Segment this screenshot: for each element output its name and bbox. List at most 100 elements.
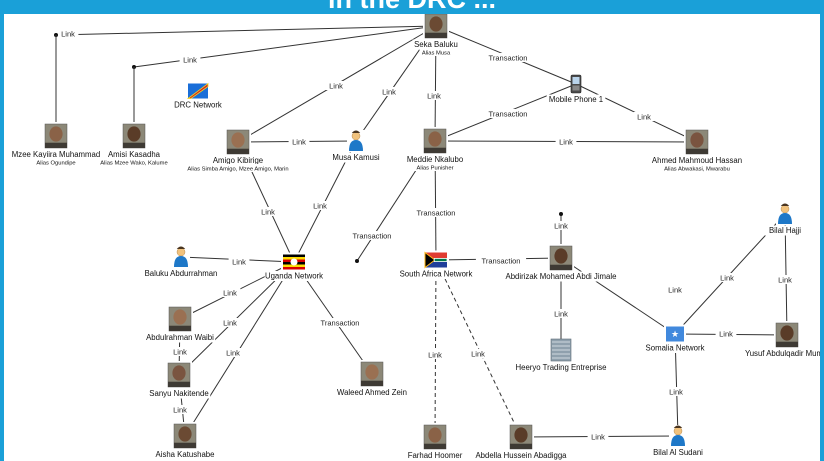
node-name: Baluku Abdurrahman <box>145 269 218 278</box>
face <box>690 132 704 148</box>
node-label-bg <box>502 271 620 282</box>
hair <box>351 130 361 133</box>
edge-label-bg <box>228 257 250 266</box>
edge-abdella-sudani: Link <box>520 432 679 442</box>
edge-uganda-aisha: Link <box>184 261 295 437</box>
edge-label: Transaction <box>417 209 456 218</box>
edge-label-bg <box>550 221 572 230</box>
edge-sa-abdirizak: Transaction <box>435 256 562 266</box>
edge-baluku-uganda: Link <box>180 256 295 267</box>
edge-label-bg <box>378 87 400 96</box>
node-sanyu[interactable]: Sanyu Nakitende <box>147 361 211 399</box>
shirt <box>671 435 685 446</box>
head <box>176 247 186 257</box>
edge-label-bg <box>346 231 398 240</box>
node-name: Abdirizak Mohamed Abdi Jimale <box>506 272 617 281</box>
node-baluku[interactable]: Baluku Abdurrahman <box>143 246 219 279</box>
edge-label: Link <box>329 82 343 91</box>
edge-label: Link <box>223 319 237 328</box>
shoulders <box>550 264 572 270</box>
edge-label: Link <box>292 138 306 147</box>
node-label-bg <box>264 271 324 281</box>
node-label-bg <box>546 94 606 105</box>
node-name: Mobile Phone 1 <box>549 95 603 104</box>
edge-label-bg <box>555 137 577 146</box>
node-label-bg <box>510 362 612 373</box>
face <box>428 131 442 147</box>
node-phone[interactable]: Mobile Phone 1 <box>546 74 606 105</box>
edge-somalia-yusuf: Link <box>674 329 788 339</box>
node-alias: Alias Mzee Wako, Kalume <box>100 161 167 167</box>
edge-label-bg <box>325 81 347 90</box>
shoulders <box>169 325 191 331</box>
edge-label: Link <box>668 286 682 295</box>
edge-label: Link <box>313 202 327 211</box>
shoulders <box>424 147 446 153</box>
face <box>127 126 141 142</box>
edge-meddie-phone: Transaction <box>434 83 577 142</box>
node-farhad[interactable]: Farhad Hoomer <box>407 423 463 461</box>
edge-label: Transaction <box>489 54 528 63</box>
edge-label-bg <box>665 387 687 396</box>
edge-label-bg <box>219 318 241 327</box>
edge-label: Link <box>173 348 187 357</box>
node-alias-bg <box>33 158 79 166</box>
edge-label: Link <box>173 406 187 415</box>
node-name: South Africa Network <box>400 270 473 279</box>
node-label-bg <box>208 155 268 166</box>
edge-abdirizak-somalia: Link <box>560 257 686 335</box>
node-name: Aisha Katushabe <box>156 450 215 459</box>
node-name: Amigo Kibirige <box>213 156 263 165</box>
node-yusuf[interactable]: Yusuf Abdulqadir Mumin <box>742 321 820 359</box>
edge-label-bg <box>169 405 191 414</box>
node-hajji[interactable]: Bilal Hajji <box>761 203 809 236</box>
edge-label: Transaction <box>489 110 528 119</box>
node-label-bg <box>332 152 380 163</box>
edge-label-bg <box>288 137 310 146</box>
node-abdirizak[interactable]: Abdirizak Mohamed Abdi Jimale <box>502 244 620 282</box>
node-musa[interactable]: Musa Kamusi <box>332 130 380 163</box>
hair <box>780 203 790 206</box>
head <box>673 426 683 436</box>
node-waibi[interactable]: Abdulrahman Waibi <box>144 305 216 343</box>
edge-label-bg <box>482 109 534 118</box>
node-uganda[interactable]: Uganda Network <box>264 252 324 282</box>
edge-seka-j_mzee: Link <box>55 25 437 39</box>
node-label-bg <box>153 449 217 460</box>
node-label-bg <box>147 388 211 399</box>
edge-line <box>560 257 676 335</box>
node-abdella[interactable]: Abdella Hussein Abadigga <box>472 423 570 461</box>
node-waleed[interactable]: Waleed Ahmed Zein <box>336 360 408 398</box>
edge-label-bg <box>774 275 796 284</box>
node-somalia[interactable]: ★Somalia Network <box>643 324 707 354</box>
node-name: Bilal Al Sudani <box>653 448 703 457</box>
node-alias: Alias Musa <box>422 51 451 57</box>
edge-label: Link <box>183 56 197 65</box>
node-sudani[interactable]: Bilal Al Sudani <box>646 425 710 458</box>
edge-sa-abdella: Link <box>435 259 522 438</box>
node-heeryo[interactable]: Heeryo Trading Entreprise <box>510 338 612 373</box>
edge-label-bg <box>169 347 191 356</box>
node-sa[interactable]: South Africa Network <box>395 250 477 280</box>
edge-label-bg <box>633 112 655 121</box>
node-drc[interactable]: DRC Network <box>174 81 222 111</box>
edge-label-bg <box>482 53 534 62</box>
node-name: DRC Network <box>174 101 222 110</box>
building-icon <box>550 338 572 362</box>
edge-label: Transaction <box>353 232 392 241</box>
shirt <box>778 213 792 224</box>
edge-label-bg <box>475 256 527 265</box>
node-aisha[interactable]: Aisha Katushabe <box>153 422 217 460</box>
edge-label-bg <box>314 318 366 327</box>
node-label-bg <box>144 332 216 343</box>
edge-line <box>435 259 522 438</box>
edge-label: Link <box>591 433 605 442</box>
